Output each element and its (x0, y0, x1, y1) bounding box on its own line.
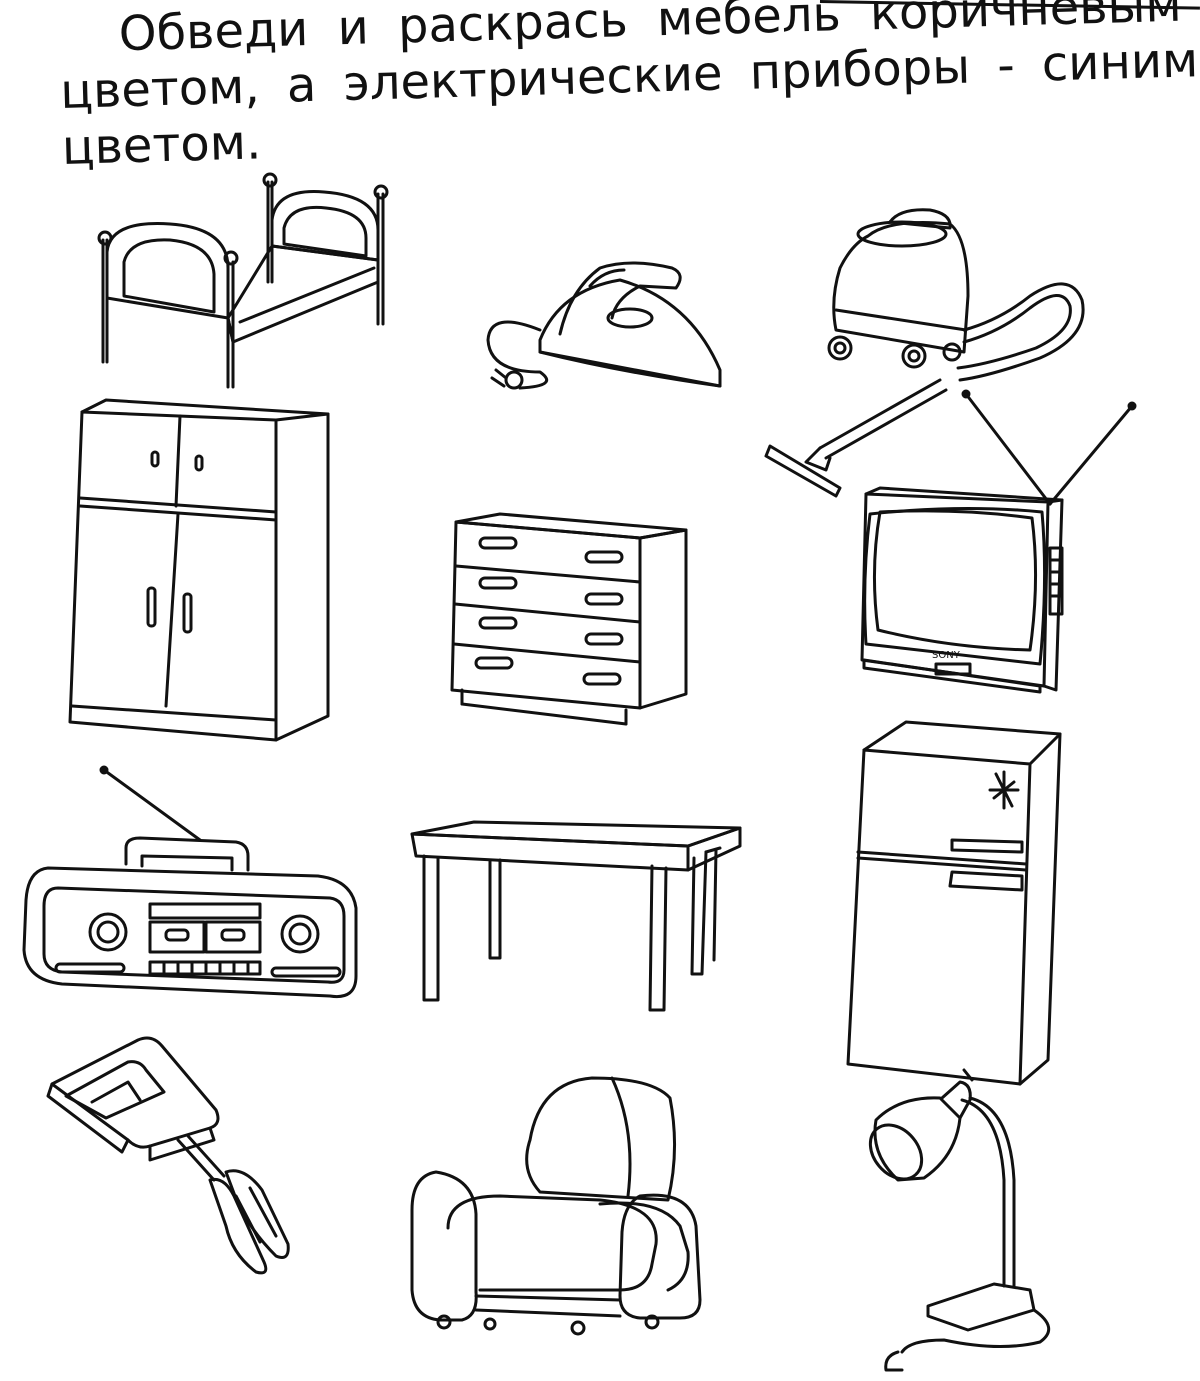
desk-lamp-icon (860, 1070, 1049, 1370)
vacuum-cleaner-icon (766, 210, 1083, 496)
tv-brand-label: SONY (932, 650, 961, 661)
bed-icon (99, 174, 387, 387)
boombox-icon (24, 767, 356, 997)
chest-of-drawers-icon (452, 514, 686, 724)
hand-mixer-icon (48, 1038, 288, 1273)
armchair-icon (412, 1078, 700, 1334)
table-icon (412, 822, 740, 1010)
refrigerator-icon (848, 722, 1060, 1084)
iron-icon (488, 263, 720, 388)
television-icon: SONY (862, 391, 1135, 692)
wardrobe-icon (70, 400, 328, 740)
